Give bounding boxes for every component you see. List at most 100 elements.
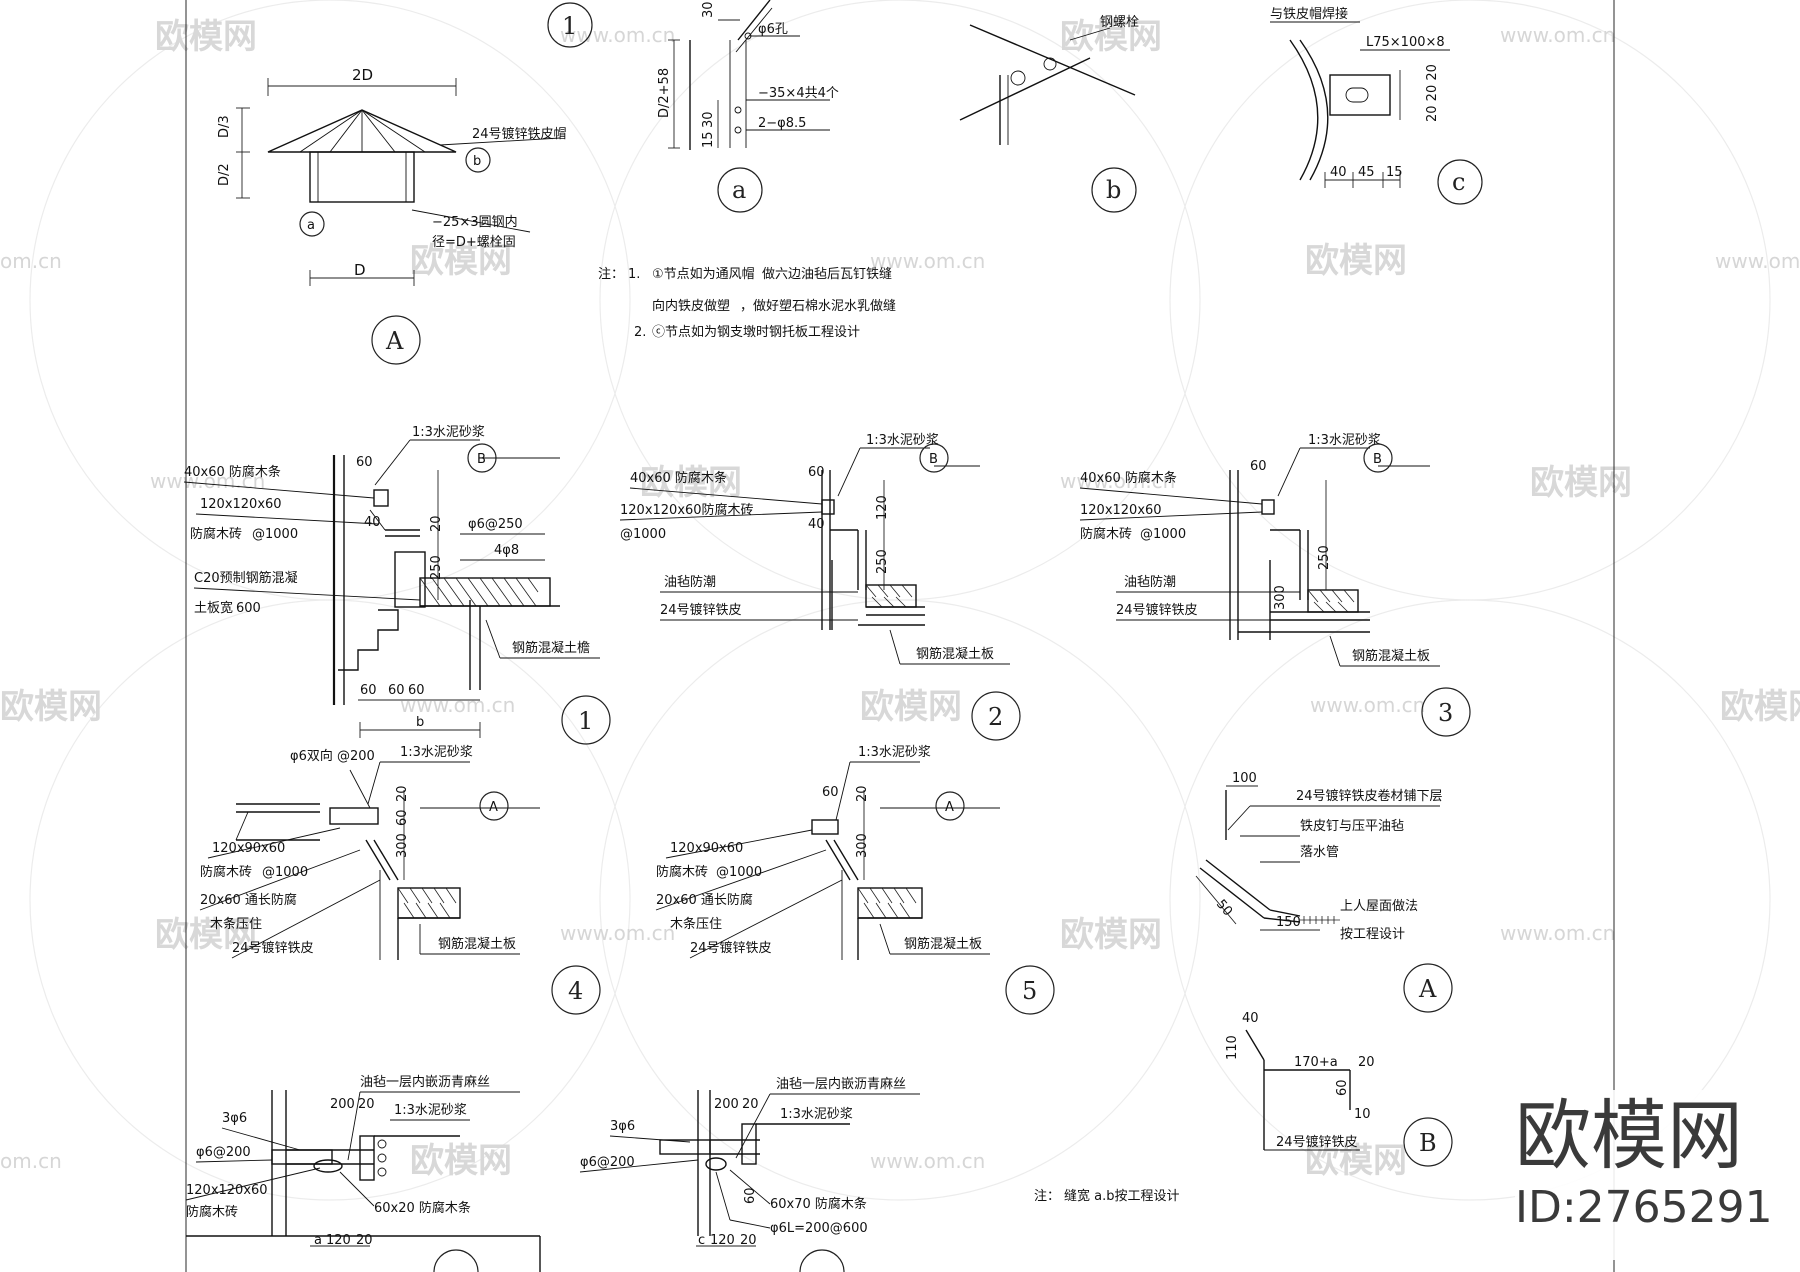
watermark-url: www.om.cn	[400, 693, 515, 717]
watermark-brand: 欧模网	[410, 241, 512, 281]
db-1: b	[416, 715, 424, 730]
dbot2-7: 120	[710, 1233, 735, 1248]
watermark-brand: 欧模网	[860, 687, 962, 727]
label-roof-cap: 24号镀锌铁皮帽	[472, 126, 567, 142]
mark-a-5: A	[945, 800, 954, 815]
label-weld: 与铁皮帽焊接	[1270, 6, 1348, 22]
d300-4: 300	[395, 833, 410, 858]
lbl-brick-size-1: 120x120x60	[200, 497, 282, 512]
notes-bottom: 注： 缝宽 a.b按工程设计	[1034, 1188, 1179, 1204]
lbl-rebar2-7: φ6L=200@600	[770, 1221, 868, 1236]
mark-b: b	[473, 154, 481, 169]
lbl-rebar-6: φ6@200	[196, 1145, 251, 1160]
watermark-layer: 欧模网 www.om.cn 欧模网 www.om.cn om.cn 欧模网 ww…	[0, 0, 1800, 1201]
lbl-felt-3: 油毡防潮	[1124, 574, 1176, 590]
detail-A-roof-cap: 1 2D D/3 D/2 24号镀锌铁皮帽 b −25×3圆钢内 径=D+螺栓固…	[217, 2, 593, 365]
lbl-mortar-2: 1:3水泥砂浆	[866, 433, 939, 448]
watermark-url: www.om.cn	[1500, 23, 1615, 47]
label-bolt: 2−φ8.5	[758, 116, 806, 131]
lbl-strip-7: 60x70 防腐木条	[770, 1196, 867, 1212]
dim-40: 40	[1330, 165, 1347, 180]
watermark-url: www.om.cn	[560, 23, 675, 47]
note-1d: ，做好塑石棉水泥水乳做缝	[740, 299, 896, 314]
lbl-strip-3: 40x60 防腐木条	[1080, 470, 1177, 486]
dbot3-7: 20	[740, 1233, 757, 1248]
d60-B2: 60	[1335, 1079, 1350, 1096]
lbl-wood-4: 木条压住	[210, 916, 262, 932]
lbl-brick-4: 防腐木砖	[200, 864, 252, 880]
lbl-concrete-3: 钢筋混凝土板	[1352, 648, 1430, 664]
lbl-brick-1: 防腐木砖	[190, 526, 242, 542]
d20-1: 20	[429, 515, 444, 532]
lbl-iron-5: 24号镀锌铁皮	[690, 940, 772, 956]
d60-2: 60	[808, 465, 825, 480]
d120-2: 120	[875, 495, 890, 520]
d60-3: 60	[1250, 459, 1267, 474]
watermark-brand: 欧模网	[1720, 687, 1800, 727]
lbl-felt-2: 油毡防潮	[664, 574, 716, 590]
lbl-brick-6: 防腐木砖	[186, 1204, 238, 1220]
lbl-iron-B2: 24号镀锌铁皮	[1276, 1134, 1358, 1150]
dim-d-bottom: D	[354, 261, 366, 279]
lbl-design-A2: 按工程设计	[1340, 927, 1405, 942]
mark-b-2: B	[929, 452, 938, 467]
lbl-concrete-4: 钢筋混凝土板	[438, 936, 516, 952]
lbl-brick-3: 防腐木砖	[1080, 526, 1132, 542]
detail-mark-A2: A	[1418, 975, 1437, 1003]
lbl-spacing-5: @1000	[716, 865, 762, 880]
lbl-rebar-7: φ6@200	[580, 1155, 635, 1170]
watermark-brand: 欧模网	[1060, 17, 1162, 57]
lbl-mortar-6: 1:3水泥砂浆	[394, 1103, 467, 1118]
lbl-strip-6: 60x20 防腐木条	[374, 1200, 471, 1216]
detail-5-cornice: A 1:3水泥砂浆 120x90x60 防腐木砖 @1000 20x60 通长防…	[655, 745, 1055, 1015]
mark-a: a	[307, 218, 315, 233]
d150-A2: 150	[1276, 915, 1301, 930]
watermark-url: om.cn	[0, 249, 62, 273]
lbl-brick-2: 120x120x60防腐木砖	[620, 502, 754, 518]
lbl-roof-A2: 上人屋面做法	[1340, 899, 1418, 914]
lbl-strip-4: 20x60 通长防腐	[200, 892, 297, 908]
lbl-strip-1: 40x60 防腐木条	[184, 464, 281, 480]
detail-mark-4: 4	[568, 977, 583, 1005]
watermark-brand: 欧模网	[1305, 241, 1407, 281]
lbl-iron-2: 24号镀锌铁皮	[660, 602, 742, 618]
lbl-strip-5: 20x60 通长防腐	[656, 892, 753, 908]
watermark-url: www.om.cn	[870, 1149, 985, 1173]
lbl-brick-size-5: 120x90x60	[670, 841, 743, 856]
watermark-brand: 欧模网	[155, 17, 257, 57]
dim-15c: 15	[1386, 165, 1403, 180]
lbl-iron-A2: 24号镀锌铁皮卷材铺下层	[1296, 788, 1443, 804]
lbl-spacing-4: @1000	[262, 865, 308, 880]
d20-B2: 20	[1358, 1055, 1375, 1070]
detail-mark-a: a	[732, 176, 746, 204]
lbl-slab-1: 土板宽	[194, 600, 233, 616]
note-2: ⓒ节点如为钢支墩时钢托板工程设计	[652, 324, 860, 340]
d60-4: 60	[395, 809, 410, 826]
lbl-mortar-7: 1:3水泥砂浆	[780, 1107, 853, 1122]
lbl-spacing-2: @1000	[620, 527, 666, 542]
d100-A2: 100	[1232, 771, 1257, 786]
dim-d3: D/3	[217, 115, 232, 138]
dim-15: 15	[701, 131, 716, 148]
d40-2: 40	[808, 517, 825, 532]
watermark-url: om.cn	[0, 1149, 62, 1173]
label-bolt-b: 钢螺栓	[1100, 15, 1139, 30]
detail-4-cornice: A φ6双向 @200 1:3水泥砂浆 120x90x60 防腐木砖 @1000…	[199, 745, 601, 1015]
dim-45: 45	[1358, 165, 1375, 180]
lbl-3phi6-7: 3φ6	[610, 1119, 635, 1134]
watermark-brand: 欧模网	[410, 1141, 512, 1181]
label-hole: φ6孔	[758, 22, 788, 37]
lbl-felt-7: 油毡一层内嵌沥青麻丝	[776, 1076, 906, 1092]
note-1-number: 1.	[628, 267, 640, 282]
detail-B2-flashing: 40 110 170+a 20 60 10 24号镀锌铁皮 B	[1225, 1011, 1453, 1167]
watermark-url: www.om.cn	[1500, 921, 1615, 945]
d60b-1: 60	[360, 683, 377, 698]
lbl-c20-1: C20预制钢筋混凝	[194, 570, 298, 586]
detail-mark-B2: B	[1419, 1129, 1437, 1157]
detail-1-cornice: 1:3水泥砂浆 B 40x60 防腐木条 120x120x60 防腐木砖 @10…	[183, 425, 611, 745]
lbl-spacing-1: @1000	[252, 527, 298, 542]
note-2-number: 2.	[634, 325, 646, 340]
brand-block: 欧模网 ID:2765291	[1515, 1090, 1775, 1260]
detail-top-mark: 1	[562, 12, 577, 40]
